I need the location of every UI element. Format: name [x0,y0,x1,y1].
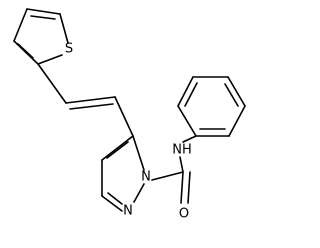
vinyl-bond [65,96,116,104]
bond-vinyl-pyrazole [114,96,134,137]
thiophene-double-bond-c2-c3 [17,43,34,59]
thiophene-ring [13,8,69,65]
carbonyl-double-bond [187,171,191,204]
vinyl-linker [37,63,134,137]
thiophene-bond-s-c2 [37,54,63,65]
pyrazole-bond-n1-c5 [132,135,145,171]
pyrazole-double-bond-c5-c4 [106,141,129,159]
thiophene-double-bond-c4-c5 [30,15,56,20]
atom-label-pyrazole-n1: N [141,170,151,185]
bond-carbonyl-nh [179,156,184,173]
bond-thiophene-vinyl [37,63,67,104]
phenyl-ring [177,76,246,137]
thiophene-bond-c5-s [59,13,69,44]
phenyl-bond-5 [228,105,246,137]
pyrazole-double-bond-c3-n2 [107,192,123,205]
phenyl-bond-1 [177,105,197,137]
molecule-diagram: S NH N N O [13,8,246,222]
pyrazole-bond-c5-c4 [101,135,134,161]
carbonyl-bond [180,171,184,204]
atom-label-amide-nitrogen: NH [172,143,192,158]
atom-label-carbonyl-oxygen: O [179,207,189,222]
phenyl-bond-2 [177,76,194,107]
atom-label-pyrazole-n2: N [123,204,133,219]
pyrazole-bond-c3-n2 [101,195,123,212]
bond-nh-phenyl [182,135,197,143]
phenyl-bond-4 [227,76,246,107]
phenyl-inner-bond-4 [224,83,239,107]
atom-label-sulfur: S [65,42,73,57]
vinyl-double-bond [69,103,114,110]
pyrazole-bond-n2-n1 [133,183,145,203]
pyrazole-ring [101,135,145,212]
phenyl-inner-bond-2 [184,82,198,107]
thiophene-bond-c4-c5 [26,8,61,15]
thiophene-bond-c3-c4 [13,8,28,42]
bond-n1-carbonyl [151,171,184,181]
carboxamide-group [151,135,197,204]
atom-labels: S NH N N O [65,42,192,222]
